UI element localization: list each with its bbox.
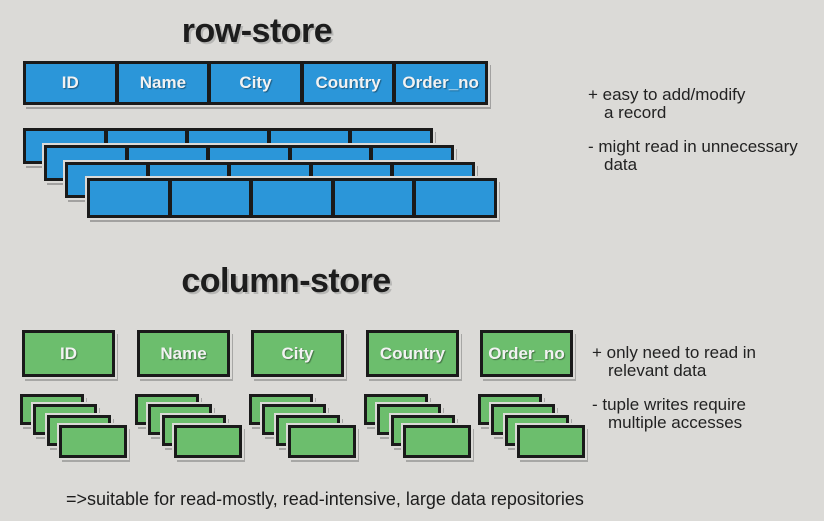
row-store-record-row xyxy=(87,178,497,218)
row-store-header-cell-country: Country xyxy=(303,64,393,102)
row-store-title: row-store xyxy=(181,12,333,50)
row-store-header-cell-order_no: Order_no xyxy=(396,64,485,102)
record-cell xyxy=(90,181,168,215)
column-store-annotation-item-1-line-1: multiple accesses xyxy=(608,413,743,432)
column-store-header-city: City xyxy=(251,330,344,377)
column-store-card-country xyxy=(403,425,471,458)
row-store-header-cell-id: ID xyxy=(26,64,115,102)
column-store-header-order_no: Order_no xyxy=(480,330,573,377)
row-store-annotation-item-1-line-1: data xyxy=(604,155,638,174)
column-store-card-city xyxy=(288,425,356,458)
row-store-annotation-item-0-line-0: + easy to add/modify xyxy=(588,85,746,104)
column-store-header-id: ID xyxy=(22,330,115,377)
column-store-title: column-store xyxy=(181,262,391,300)
row-store-annotation-item-1-line-0: - might read in unnecessary xyxy=(588,137,798,156)
column-store-header-country: Country xyxy=(366,330,459,377)
column-store-card-id xyxy=(59,425,127,458)
footer-note: =>suitable for read-mostly, read-intensi… xyxy=(66,489,584,509)
record-cell xyxy=(171,181,250,215)
row-store-header-cell-city: City xyxy=(211,64,300,102)
record-cell xyxy=(416,181,494,215)
column-store-annotation-item-0-line-1: relevant data xyxy=(608,361,707,380)
column-store-header-name: Name xyxy=(137,330,230,377)
record-cell xyxy=(253,181,331,215)
row-store-header-cell-name: Name xyxy=(118,64,208,102)
column-store-annotation-item-1-line-0: - tuple writes require xyxy=(592,395,747,414)
column-store-card-name xyxy=(174,425,242,458)
row-store-annotation-item-0-line-1: a record xyxy=(604,103,667,122)
column-store-annotation-item-0-line-0: + only need to read in xyxy=(592,343,756,362)
record-cell xyxy=(334,181,413,215)
column-store-card-order_no xyxy=(517,425,585,458)
